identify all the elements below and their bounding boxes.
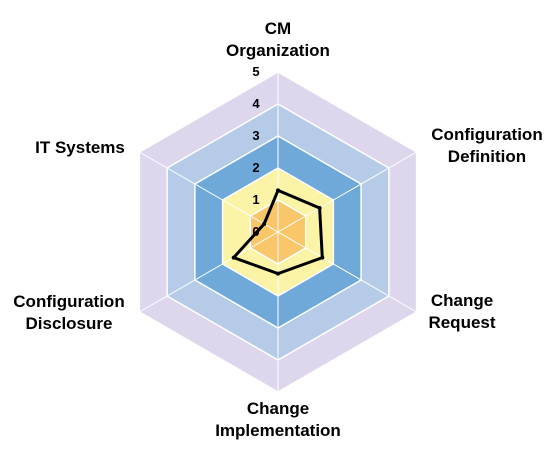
radar-spoke-3 [277, 231, 417, 313]
tick-label-4: 4 [252, 96, 260, 111]
radar-spoke-6 [139, 151, 279, 233]
tick-label-1: 1 [252, 192, 259, 207]
series-point-4 [276, 271, 280, 276]
axis-label-6: IT Systems [35, 138, 125, 157]
radar-spoke-5 [139, 231, 279, 313]
series-point-2 [317, 206, 322, 210]
radar-spoke-2 [277, 151, 417, 233]
series-point-3 [320, 255, 325, 260]
series-point-1 [276, 188, 280, 193]
series-point-5 [231, 255, 236, 260]
tick-label-2: 2 [252, 160, 259, 175]
tick-label-3: 3 [252, 128, 259, 143]
series-point-6 [262, 222, 267, 226]
tick-label-5: 5 [252, 64, 259, 79]
